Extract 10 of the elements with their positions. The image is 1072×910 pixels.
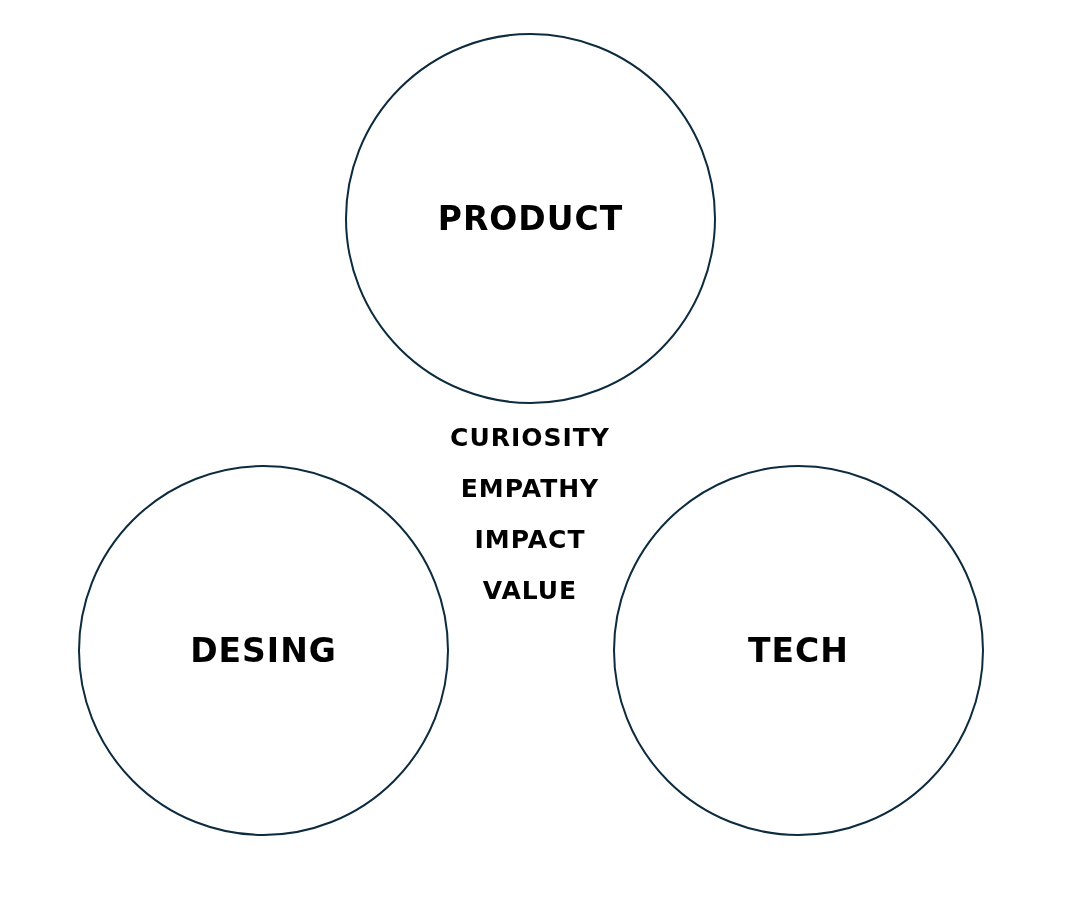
value-word: IMPACT: [474, 525, 586, 554]
value-word: EMPATHY: [460, 474, 600, 503]
value-word: CURIOSITY: [450, 423, 610, 452]
circle-label: DESING: [190, 631, 337, 670]
circle: [78, 465, 449, 836]
circle: [613, 465, 984, 836]
circle: [345, 33, 716, 404]
value-word: VALUE: [482, 576, 578, 605]
circle-label: PRODUCT: [437, 199, 624, 238]
circle-label: TECH: [748, 631, 849, 670]
